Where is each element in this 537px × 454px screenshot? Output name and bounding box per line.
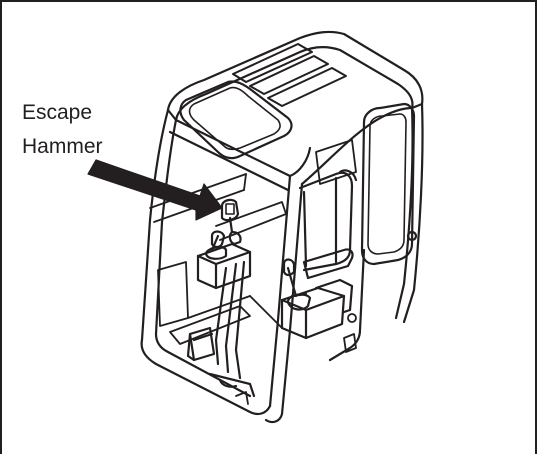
callout-arrow <box>87 159 223 221</box>
cab-frame <box>140 102 424 424</box>
seat <box>298 169 358 280</box>
cab-door <box>328 102 418 362</box>
control-levers <box>208 260 256 398</box>
cab-roof <box>166 30 424 122</box>
callout-line-1: Escape <box>22 101 93 124</box>
roof-panels <box>232 43 347 107</box>
rear-window <box>315 139 357 185</box>
escape-hammer <box>220 198 242 246</box>
callout-line-2: Hammer <box>22 135 103 158</box>
skylight <box>179 80 293 160</box>
cab-interior-walls <box>149 173 287 345</box>
escape-hammer-callout: Escape Hammer <box>22 96 103 164</box>
foot-pedal <box>186 326 216 362</box>
floor-hardware <box>235 313 357 405</box>
